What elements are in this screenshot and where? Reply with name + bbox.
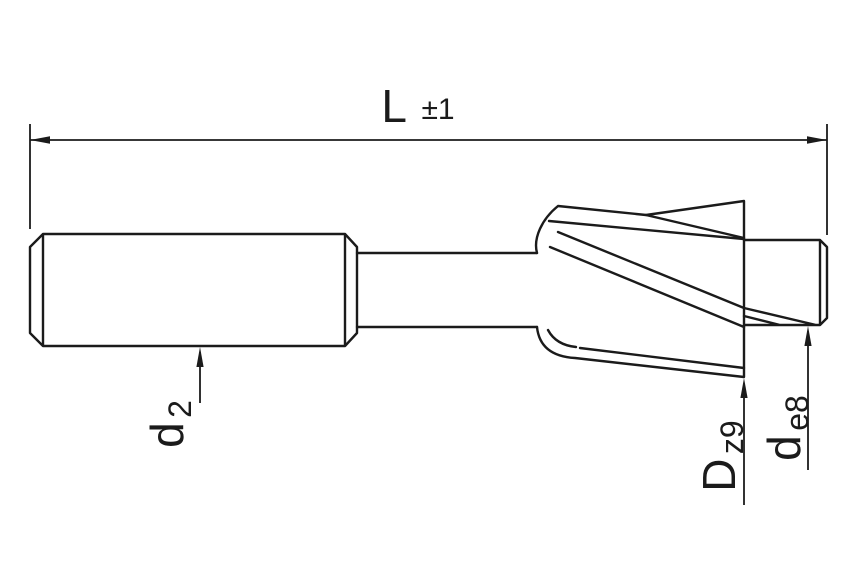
d2-arrowhead bbox=[196, 347, 204, 367]
Dz9-label-main: D bbox=[693, 459, 745, 492]
cutter-flute-lines bbox=[546, 213, 746, 370]
de8-label: d e8 bbox=[758, 395, 815, 461]
dimension-pilot-diameter: d e8 bbox=[758, 326, 815, 470]
length-label: L ±1 bbox=[381, 80, 454, 132]
neck-outline bbox=[355, 251, 539, 329]
cutter-silhouette bbox=[534, 199, 746, 379]
length-label-main: L bbox=[381, 80, 407, 132]
dimension-length: L ±1 bbox=[29, 80, 828, 235]
Dz9-label-sub: z9 bbox=[714, 420, 750, 454]
length-label-tolerance: ±1 bbox=[421, 93, 454, 126]
d2-label-main: d bbox=[141, 422, 193, 448]
pilot-outline bbox=[742, 238, 829, 327]
Dz9-arrowhead bbox=[740, 378, 748, 398]
de8-label-sub: e8 bbox=[779, 395, 815, 431]
d2-label-sub: 2 bbox=[162, 400, 198, 418]
tool-outline bbox=[28, 199, 829, 379]
Dz9-label: D z9 bbox=[693, 420, 750, 491]
d2-label: d 2 bbox=[141, 400, 198, 448]
shank-outline bbox=[28, 232, 359, 348]
arrowhead-left bbox=[30, 136, 50, 144]
dimension-shank-diameter: d 2 bbox=[141, 347, 204, 448]
de8-arrowhead bbox=[804, 326, 812, 346]
de8-label-main: d bbox=[758, 435, 810, 461]
arrowhead-right bbox=[807, 136, 827, 144]
dimension-cutter-diameter: D z9 bbox=[693, 378, 750, 505]
